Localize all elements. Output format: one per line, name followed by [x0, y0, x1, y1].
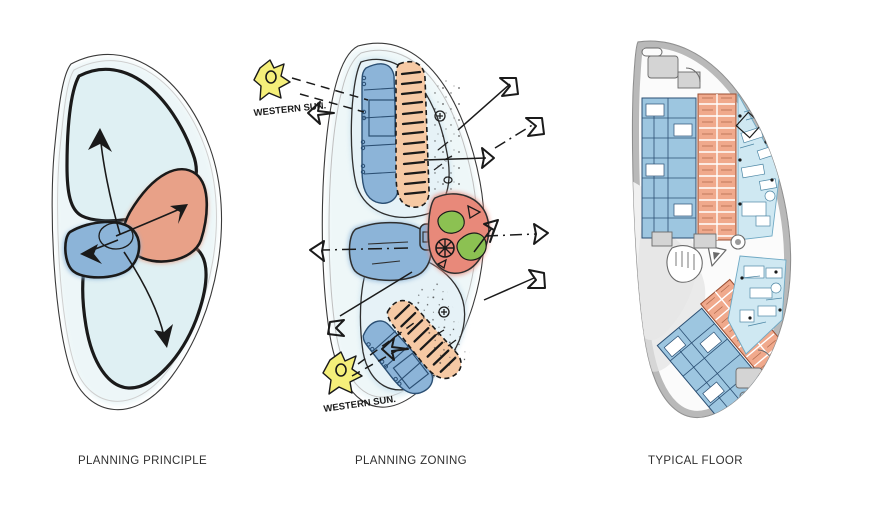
- panel-planning-principle: [30, 20, 295, 430]
- sun-note-upper: WESTERN SUN.: [253, 59, 327, 119]
- sun-burst-icon: [253, 59, 291, 101]
- view-arrow-e-upper: [423, 147, 495, 169]
- courtyard-planting: [435, 204, 487, 270]
- courtyard-tree-icon: [435, 238, 455, 258]
- stair-core: [666, 245, 703, 283]
- lower-open-plan: [727, 255, 787, 355]
- view-arrow-sw: [327, 271, 413, 337]
- lower-landscape-field: [412, 279, 472, 369]
- courtyard-arrow: [473, 219, 499, 253]
- atrium-triangle-icon: [707, 245, 727, 267]
- view-arrow-courtyard: [485, 223, 549, 245]
- upper-landscape-field: [431, 80, 461, 210]
- arrow-south: [123, 251, 173, 348]
- arrow-west: [80, 239, 119, 264]
- caption-planning-zoning: PLANNING ZONING: [355, 455, 467, 467]
- atrium-round-core: [730, 234, 746, 250]
- arrow-north: [88, 128, 121, 235]
- view-arrow-ne: [457, 77, 519, 131]
- upper-clinical-wing: [641, 97, 697, 239]
- upper-wing: [349, 57, 461, 220]
- view-arrow-e-mid: [494, 117, 545, 149]
- zone-core-block: [62, 220, 141, 280]
- sun-burst-icon: [322, 351, 363, 395]
- arrow-east: [115, 204, 188, 237]
- view-arrow-se: [483, 269, 546, 301]
- site-outer-boundary: [51, 53, 223, 411]
- structure-column: [738, 114, 774, 206]
- upper-bedroom-strip: [697, 93, 737, 241]
- upper-open-plan: [735, 93, 781, 241]
- panel-planning-zoning: WESTERN SUN. WESTERN SUN.: [248, 20, 598, 430]
- sun-note-lower-label: WESTERN SUN.: [323, 394, 397, 415]
- sun-ray-upper: [291, 77, 369, 113]
- sun-ray-lower: [351, 319, 419, 377]
- caption-typical-floor: TYPICAL FLOOR: [648, 455, 743, 467]
- sun-arrow-upper: [307, 101, 335, 125]
- sun-arrow-lower: [381, 337, 409, 361]
- entrance-core: [348, 221, 447, 283]
- sun-note-upper-label: WESTERN SUN.: [253, 100, 327, 119]
- lower-ward-bar: [362, 320, 434, 395]
- perimeter-service-blocks: [647, 55, 763, 389]
- structure-column: [740, 270, 782, 320]
- upper-bedroom-comb: [395, 60, 430, 208]
- caption-planning-principle: PLANNING PRINCIPLE: [78, 455, 207, 467]
- upper-ward-bar: [360, 63, 399, 204]
- panel-typical-floor: [590, 20, 855, 430]
- view-arrow-w: [309, 240, 409, 262]
- central-courtyard: [427, 192, 490, 276]
